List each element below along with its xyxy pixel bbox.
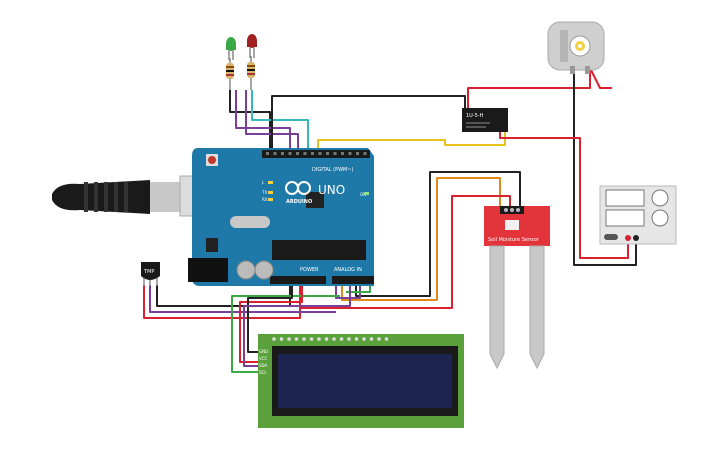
digital-pin[interactable] — [266, 152, 269, 155]
digital-pin[interactable] — [363, 152, 367, 155]
wire-led-green-black — [229, 90, 271, 153]
digital-label: DIGITAL (PWM~) — [312, 167, 354, 173]
digital-pin[interactable] — [273, 152, 277, 155]
lcd-display[interactable]: GND VCC SDA SCL — [258, 334, 464, 428]
atmega-chip — [272, 240, 366, 260]
digital-pin[interactable] — [281, 152, 284, 155]
lcd-pin-sda: SDA — [259, 363, 268, 368]
power-jack[interactable] — [188, 258, 228, 282]
lcd-pin — [309, 337, 314, 341]
power-header[interactable] — [270, 276, 326, 284]
lcd-pin — [339, 337, 344, 341]
lcd-pin — [279, 337, 284, 341]
analog-label: ANALOG IN — [334, 267, 362, 273]
digital-pin[interactable] — [311, 152, 314, 155]
tx-label: TX — [261, 190, 267, 195]
model-label: UNO — [318, 183, 345, 197]
wire-relay-yellow — [317, 130, 506, 153]
relay[interactable]: 1U-5-H — [462, 108, 508, 132]
wire-analog-green — [346, 285, 371, 293]
lcd-pin — [317, 337, 321, 341]
lcd-pin-scl: SCL — [259, 370, 267, 375]
wire-relay-psu-red — [499, 128, 629, 259]
red-led[interactable] — [247, 34, 257, 58]
relay-label: 1U-5-H — [466, 113, 484, 119]
resistor-green-led[interactable] — [226, 58, 234, 90]
digital-pin[interactable] — [288, 152, 292, 155]
power-supply[interactable] — [599, 185, 677, 245]
lcd-pin — [294, 337, 299, 341]
wire-lcd-red — [239, 285, 303, 363]
wire-relay-black — [271, 95, 466, 153]
digital-pin[interactable] — [333, 152, 337, 155]
analog-header[interactable] — [332, 276, 374, 284]
digital-pin[interactable] — [341, 152, 344, 155]
l-label: L — [262, 180, 265, 185]
wire-relay-motor-black — [573, 68, 637, 266]
wire-tmp-purple — [149, 285, 336, 313]
power-label: POWER — [300, 267, 319, 273]
dc-motor[interactable] — [547, 21, 605, 74]
wires — [143, 67, 637, 373]
digital-pin[interactable] — [318, 152, 322, 155]
wire-relay-motor-red — [467, 68, 591, 110]
lcd-pin-gnd: GND — [259, 349, 268, 354]
digital-pin[interactable] — [296, 152, 299, 155]
wire-led-green-purple — [235, 90, 291, 153]
gear-icon — [575, 41, 585, 51]
digital-pin[interactable] — [303, 152, 307, 155]
digital-pin[interactable] — [326, 152, 329, 155]
probe-right — [529, 245, 545, 370]
lcd-pin-vcc: VCC — [259, 356, 268, 361]
digital-header[interactable] — [262, 150, 370, 158]
lcd-pin — [272, 337, 276, 341]
green-led[interactable] — [226, 37, 236, 60]
lcd-pin — [354, 337, 359, 341]
wire-sensor-black — [355, 171, 521, 297]
wire-lcd-green — [231, 295, 340, 373]
lcd-pin — [324, 337, 329, 341]
wire-motor-red — [589, 67, 612, 89]
digital-pin[interactable] — [348, 152, 352, 155]
lcd-pin — [347, 337, 351, 341]
probe-left — [489, 245, 505, 370]
brand-label: ARDUINO — [286, 199, 312, 205]
arduino-logo-icon — [285, 181, 311, 195]
wire-led-red-teal — [251, 90, 309, 153]
arduino-board[interactable]: ARDUINO UNO DIGITAL (PWM~) POWER ANALOG … — [188, 148, 374, 286]
lcd-pin — [302, 337, 306, 341]
crystal — [230, 216, 270, 228]
lcd-pin — [369, 337, 374, 341]
usb-cable[interactable] — [52, 175, 211, 217]
tmp-label: TMP — [143, 269, 154, 275]
temperature-sensor[interactable]: TMP — [141, 262, 160, 286]
soil-moisture-sensor[interactable]: Soil Moisture Sensor — [484, 206, 550, 370]
digital-pin[interactable] — [356, 152, 359, 155]
wire-lcd-black — [247, 285, 293, 353]
lcd-pin — [384, 337, 389, 341]
rx-label: RX — [262, 197, 268, 202]
resistor-red-led[interactable] — [247, 56, 255, 90]
wire-lcd-purple — [243, 285, 351, 367]
lcd-pin — [362, 337, 366, 341]
lcd-pin — [332, 337, 336, 341]
lcd-pin — [287, 337, 291, 341]
lcd-pin — [377, 337, 381, 341]
on-label: ON — [360, 192, 366, 197]
sensor-label: Soil Moisture Sensor — [488, 237, 540, 243]
